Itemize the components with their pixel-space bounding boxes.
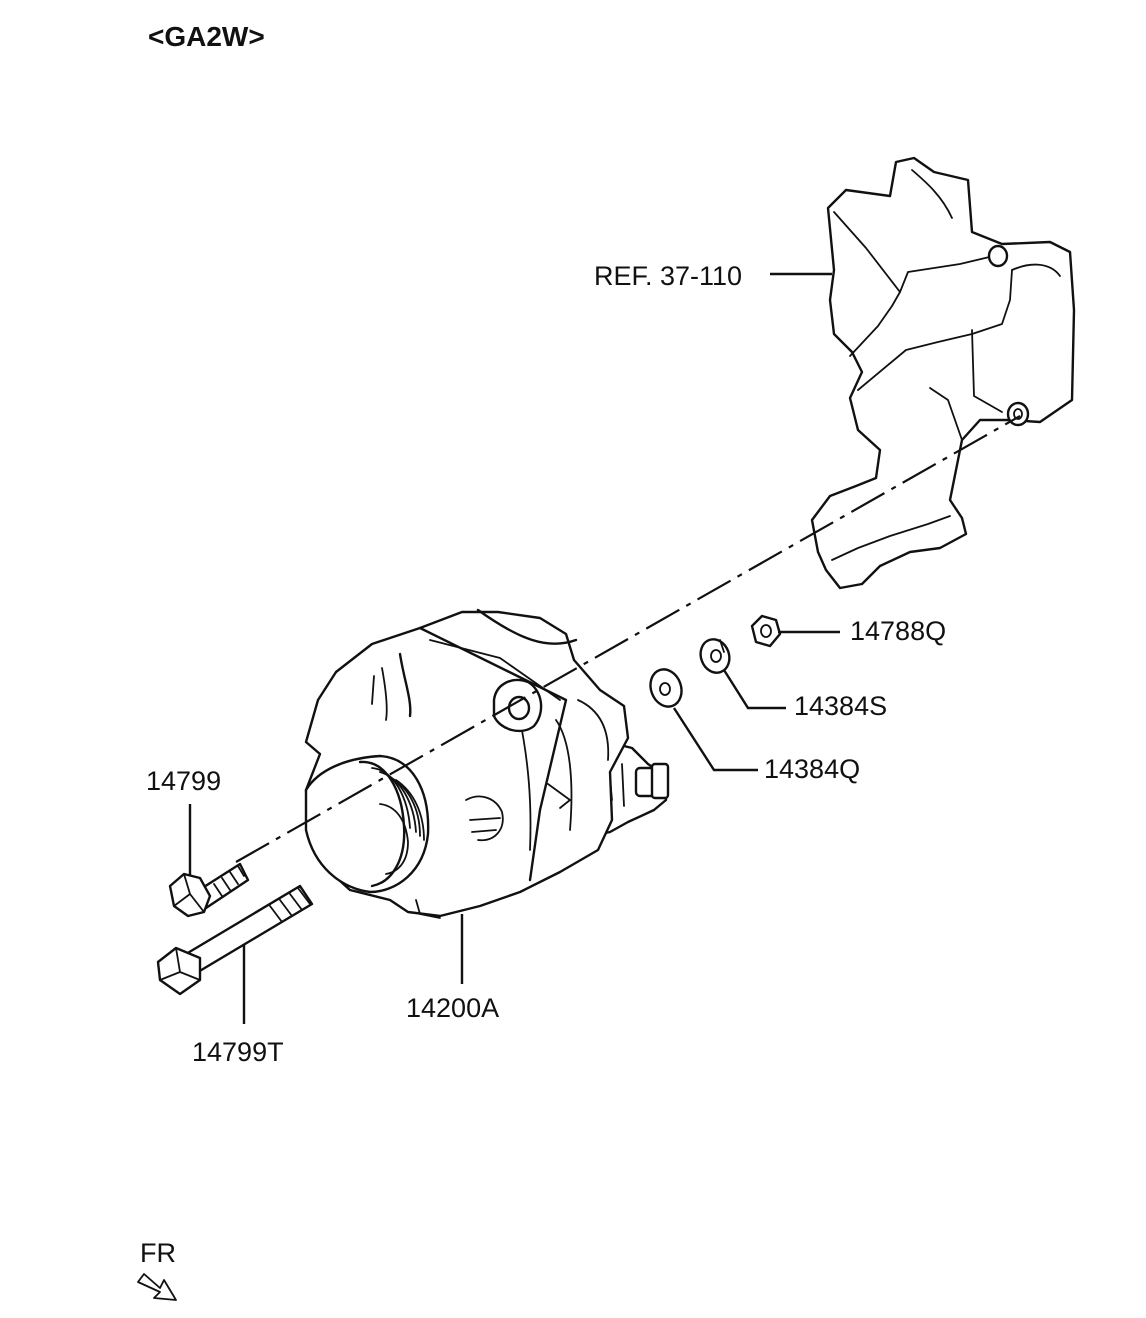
assembly-centerline — [235, 415, 1021, 863]
label-nut: 14788Q — [850, 616, 946, 646]
label-alternator: 14200A — [406, 993, 499, 1023]
front-arrow-icon — [137, 1273, 177, 1301]
label-ref: REF. 37-110 — [594, 261, 742, 291]
leader-lines — [188, 272, 840, 1024]
lock-washer — [699, 638, 731, 674]
alternator — [304, 608, 670, 919]
label-bolt: 14799 — [146, 766, 221, 796]
mounting-bracket — [810, 156, 1076, 590]
label-washer: 14384Q — [764, 754, 860, 784]
label-lock-washer: 14384S — [794, 691, 887, 721]
diagram-title: <GA2W> — [148, 21, 265, 52]
flat-washer — [649, 668, 683, 708]
hex-nut — [750, 614, 782, 648]
long-bolt — [156, 884, 314, 996]
label-long-bolt: 14799T — [192, 1037, 284, 1067]
front-label: FR — [140, 1238, 176, 1268]
bolt — [168, 862, 250, 918]
